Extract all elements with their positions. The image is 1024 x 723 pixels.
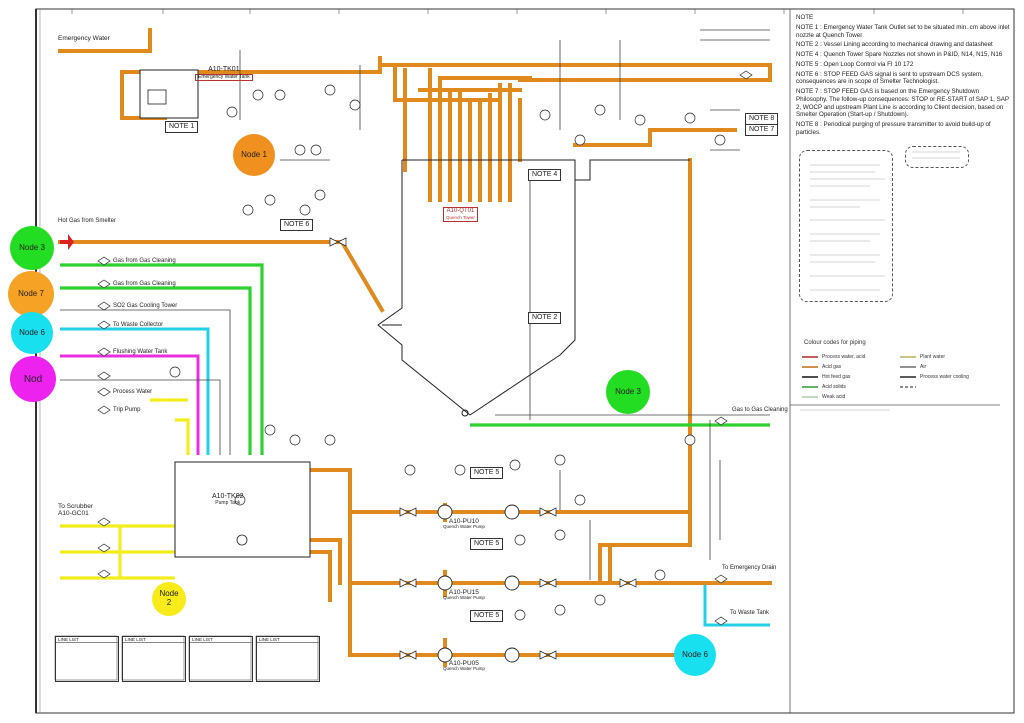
node-7-marker[interactable]: Node 7: [8, 271, 54, 317]
pump-1-id: A10-PU10: [448, 518, 479, 525]
note-4-text: NOTE 4 : Quench Tower Spare Nozzles not …: [796, 51, 1003, 58]
node-magenta-marker[interactable]: Nod: [10, 356, 56, 402]
legend-item: Acid solids: [822, 384, 846, 390]
legend-item: Process water, acid: [822, 354, 866, 360]
sw-item-label: Gas from Gas Cleaning: [113, 258, 176, 264]
sw-item-label: Flushing Water Tank: [113, 349, 168, 355]
note-8-text: NOTE 8 : Periodical purging of pressure …: [796, 121, 991, 136]
pump-3-desc: Quench Water Pump: [443, 666, 485, 672]
note-tag: NOTE 2: [528, 312, 562, 325]
node-3-label-right: Node 3: [615, 386, 641, 396]
note-6-text: NOTE 6 : STOP FEED GAS signal is sent to…: [796, 70, 983, 86]
node-2-label: Node 2: [159, 589, 179, 607]
legend-item: Hot feed gas: [822, 374, 851, 380]
to-scrubber-label: To Scrubber A10-GC01: [58, 503, 94, 518]
node-1-marker[interactable]: Node 1: [233, 134, 275, 176]
legend-title: Colour codes for piping: [804, 340, 866, 346]
sw-item-label: Process Water: [113, 389, 153, 395]
water-tank-id: A10-TK01: [208, 66, 240, 73]
emergency-drain-label: To Emergency Drain: [722, 565, 777, 571]
sw-item-label: Trip Pump: [113, 407, 141, 413]
quench-tower-desc: Quench Tower: [446, 215, 475, 221]
node-6-label-left: Node 6: [19, 327, 45, 337]
interlock-box-small: [905, 146, 969, 168]
node-7-label: Node 7: [18, 288, 44, 298]
note-tag: NOTE 5: [470, 538, 504, 551]
node-2-marker[interactable]: Node 2: [152, 582, 186, 616]
green-pipes: [60, 263, 770, 455]
legend-item: Acid gas: [822, 364, 842, 370]
line-list-title: LINE LIST: [123, 637, 185, 643]
note-tag: NOTE 4: [528, 169, 562, 182]
node-6-label-right: Node 6: [682, 649, 708, 659]
note-tag: NOTE 6: [280, 219, 314, 232]
quench-tower-tag: A10-QT01 Quench Tower: [443, 207, 478, 222]
line-list-table: LINE LIST: [122, 636, 186, 682]
line-list-table: LINE LIST: [256, 636, 320, 682]
note-tag: NOTE 5: [470, 610, 504, 623]
sw-item-label: Gas from Gas Cleaning: [113, 281, 176, 287]
notes-panel: NOTE NOTE 1 : Emergency Water Tank Outle…: [796, 14, 1010, 139]
legend-item: Plant water: [920, 354, 946, 360]
interlock-box-large: [799, 150, 893, 302]
pump-tank-desc: Pump Tank: [215, 499, 241, 506]
pump-2-id: A10-PU15: [448, 589, 479, 596]
pump-2-label: A10-PU15 Quench Water Pump: [443, 589, 485, 601]
pump-1-desc: Quench Water Pump: [443, 524, 485, 530]
pump-tank-label: A10-TK02 Pump Tank: [212, 493, 244, 506]
line-list-table: LINE LIST: [55, 636, 119, 682]
water-tank-label: A10-TK01 Emergency Water Tank: [195, 66, 253, 82]
legend-item: Air: [920, 364, 927, 370]
quench-tower-vessel: [377, 159, 690, 417]
pump-2-desc: Quench Water Pump: [443, 595, 485, 601]
note-2-text: NOTE 2 : Vessel Lining according to mech…: [796, 41, 993, 49]
note-tag: NOTE 7: [745, 124, 779, 137]
legend-item: Process water cooling: [920, 374, 969, 380]
node-magenta-label: Nod: [23, 373, 43, 385]
line-list-title: LINE LIST: [190, 637, 252, 643]
yellow-pipes: [60, 398, 190, 580]
pump-3-id: A10-PU05: [448, 660, 479, 667]
node-3-marker-left[interactable]: Node 3: [10, 226, 54, 270]
piping-legend: Colour codes for piping Process water, a…: [796, 340, 1001, 400]
water-tank-desc: Emergency Water Tank: [195, 73, 253, 82]
line-list-table: LINE LIST: [189, 636, 253, 682]
notes-heading: NOTE: [796, 14, 814, 21]
node-3-label-left: Node 3: [19, 242, 45, 252]
legend-item: Weak acid: [822, 394, 846, 400]
note-tag: NOTE 8: [745, 113, 779, 126]
note-tag: NOTE 1: [165, 121, 199, 134]
cyan-pipes: [60, 327, 770, 627]
node-6-marker-right[interactable]: Node 6: [674, 634, 716, 676]
quench-tower-id: A10-QT01: [446, 208, 475, 214]
waste-tank-label: To Waste Tank: [730, 610, 770, 616]
pump-1-label: A10-PU10 Quench Water Pump: [443, 518, 485, 530]
sw-item-label: To Waste Collector: [113, 322, 164, 328]
gas-out-label: Gas to Gas Cleaning: [732, 407, 788, 413]
line-list-title: LINE LIST: [56, 637, 118, 643]
pump-3-label: A10-PU05 Quench Water Pump: [443, 660, 485, 672]
magenta-pipes: [60, 354, 200, 455]
note-tag: NOTE 5: [470, 467, 504, 480]
node-6-marker-left[interactable]: Node 6: [11, 312, 53, 354]
emergency-water-label: Emergency Water: [58, 35, 110, 42]
pump-tank-id: A10-TK02: [212, 493, 244, 500]
hot-gas-inlet-label: Hot Gas from Smelter: [58, 218, 117, 224]
sw-item-label: SO2 Gas Cooling Tower: [113, 303, 178, 309]
node-1-label: Node 1: [241, 149, 267, 159]
note-1-text: NOTE 1 : Emergency Water Tank Outlet set…: [796, 23, 1010, 39]
note-5-text: NOTE 5 : Open Loop Control via FI 10 172: [796, 60, 914, 68]
node-3-marker-right[interactable]: Node 3: [606, 370, 650, 414]
line-list-title: LINE LIST: [257, 637, 319, 643]
note-7-text: NOTE 7 : STOP FEED GAS is based on the E…: [796, 88, 1009, 119]
